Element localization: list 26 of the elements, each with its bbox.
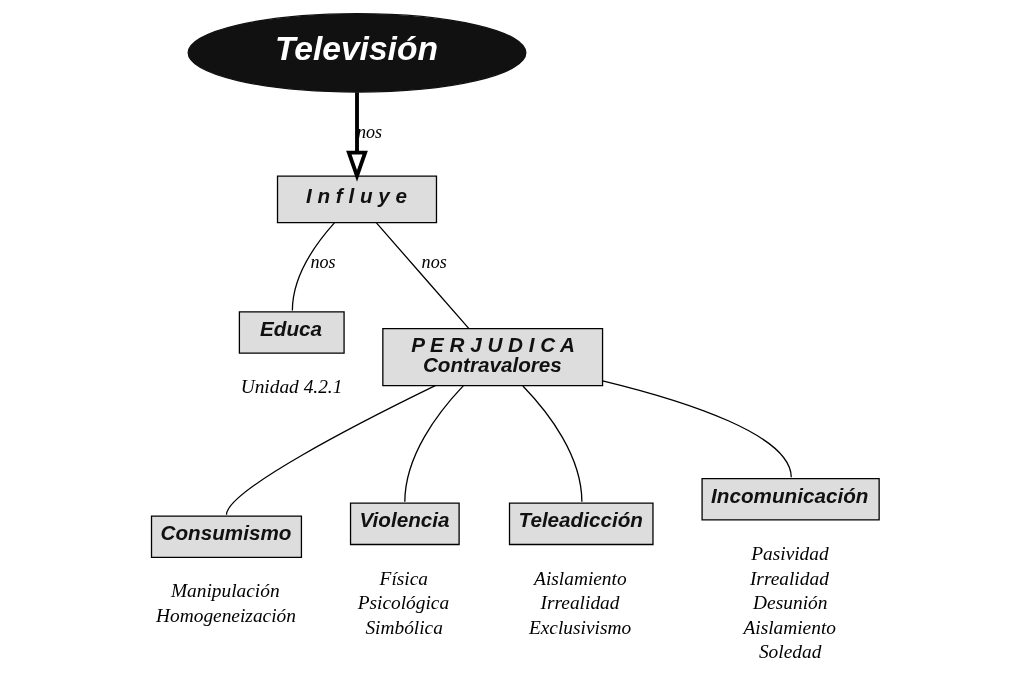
connector <box>403 384 464 503</box>
node-box: P E R J U D I C A Contravalores <box>381 328 603 387</box>
node-label: Aislamiento <box>533 567 627 589</box>
node-label: Desunión <box>752 592 827 614</box>
connector <box>601 380 792 478</box>
node-label: Unidad 4.2.1 <box>240 376 342 398</box>
node-label: Aislamiento <box>742 616 836 638</box>
connector <box>375 222 469 330</box>
edge-label: nos <box>421 252 447 273</box>
connector <box>291 222 335 312</box>
connector <box>521 385 583 503</box>
node-label: Irrealidad <box>540 592 619 614</box>
node-ellipse: Televisión <box>187 13 526 93</box>
node-label: Soledad <box>758 641 821 663</box>
node-label: Psicológica <box>357 592 449 614</box>
node-box: I n f l u y e <box>276 175 437 224</box>
node-label: Simbólica <box>364 616 443 638</box>
connector <box>225 385 436 516</box>
node-label: Física <box>379 567 428 589</box>
node-label: Irrealidad <box>749 567 829 589</box>
edge-label: nos <box>309 252 336 273</box>
node-label: Pasividad <box>750 543 829 564</box>
arrow <box>345 92 368 182</box>
node-label: Exclusivismo <box>528 616 631 638</box>
node-label: Manipulación <box>170 580 280 602</box>
node-label: Homogeneización <box>155 605 296 627</box>
